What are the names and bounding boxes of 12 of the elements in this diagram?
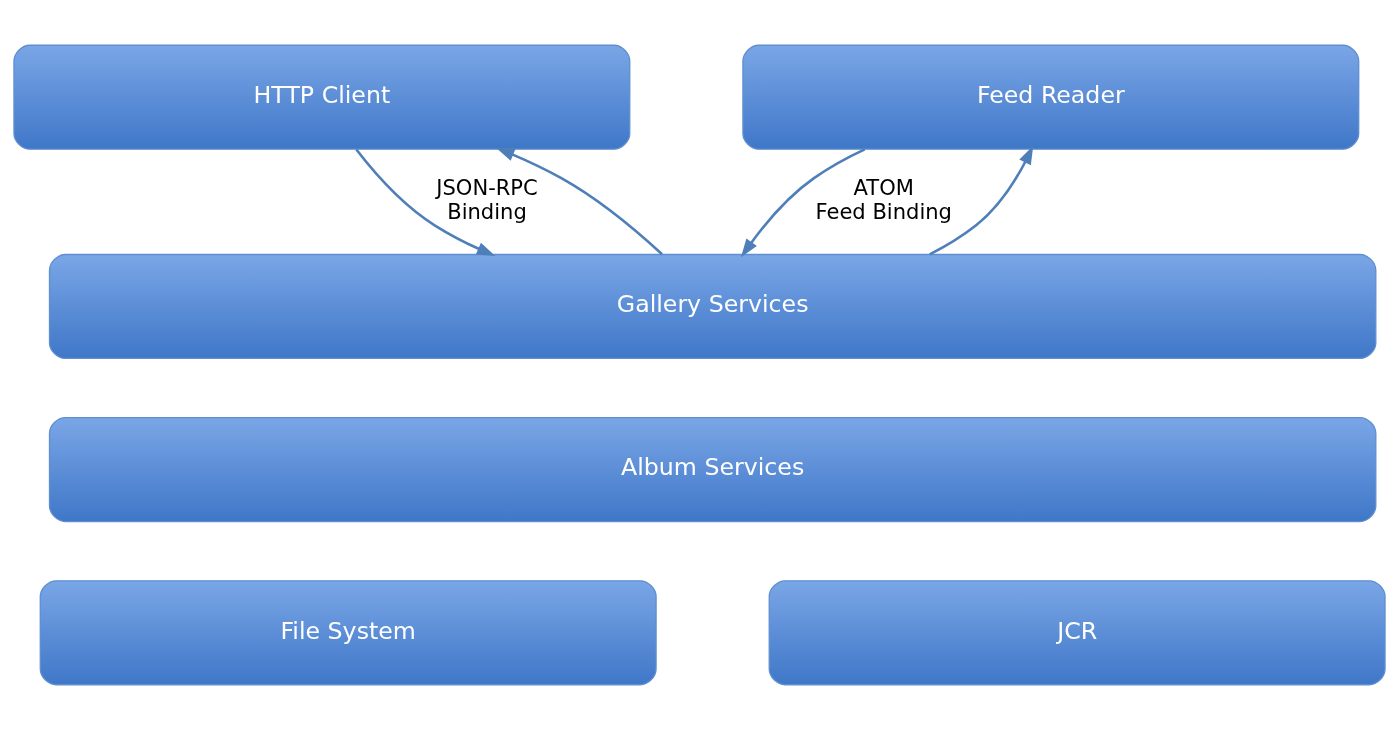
edge-label: JSON-RPC Binding	[436, 175, 538, 224]
node-box: File System	[39, 580, 657, 686]
node-box: Feed Reader	[742, 44, 1360, 150]
node-box: Album Services	[48, 416, 1377, 523]
arrow	[496, 147, 663, 256]
edge-label: ATOM Feed Binding	[815, 175, 952, 224]
node-box: JCR	[768, 580, 1386, 686]
node-box: HTTP Client	[13, 44, 631, 150]
arrow	[355, 148, 496, 257]
arrow	[740, 148, 866, 258]
node-box: Gallery Services	[48, 253, 1377, 360]
arrow	[929, 145, 1034, 256]
